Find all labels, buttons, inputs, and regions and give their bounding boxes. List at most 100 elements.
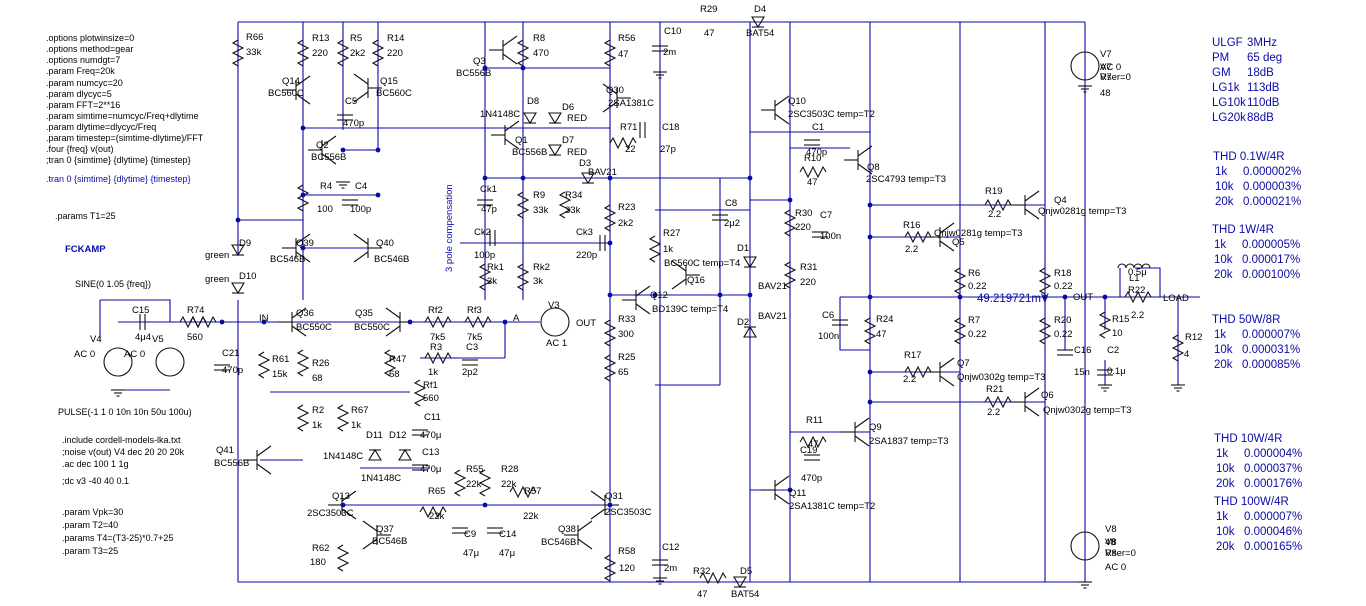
spice-directive: SINE(0 1.05 {freq}) (75, 279, 151, 289)
thd-value: 0.000165% (1244, 541, 1302, 553)
component-value: BC560C (376, 88, 412, 99)
thd-frequency: 10k (1214, 344, 1233, 356)
component-value: 2SA1381C (608, 98, 654, 109)
thd-value: 0.000085% (1242, 359, 1300, 371)
component-ref: C13 (422, 447, 439, 458)
capacitor-symbol (804, 139, 820, 146)
component-ref: R9 (533, 190, 545, 201)
thd-frequency: 10k (1214, 254, 1233, 266)
component-ref: C4 (355, 181, 367, 192)
component-value: 68 (389, 369, 400, 380)
spice-directive: .options numdgt=7 (46, 55, 120, 65)
spice-directive: .ac dec 100 1 1g (62, 459, 129, 469)
component-ref: R13 (312, 33, 329, 44)
capacitor-symbol (487, 527, 503, 534)
junction-dot (1102, 294, 1108, 300)
component-value: RED (567, 113, 587, 124)
component-value: 0.22 (1054, 281, 1073, 292)
component-ref: Q31 (605, 491, 623, 502)
capacitor-symbol (139, 314, 146, 330)
transistor-symbol (602, 83, 631, 113)
thd-value: 0.000100% (1242, 269, 1300, 281)
ground-symbol (1171, 384, 1185, 392)
thd-table-title: THD 50W/8R (1212, 314, 1280, 326)
junction-dot (957, 294, 963, 300)
spice-directive: .param simtime=numcyc/Freq+dlytime (46, 111, 199, 121)
component-ref: R11 (806, 415, 823, 426)
junction-dot (607, 502, 613, 508)
spice-directive: .options plotwinsize=0 (46, 33, 134, 43)
component-ref: R23 (618, 202, 635, 213)
component-ref: R66 (246, 32, 263, 43)
component-value: 2SC3503C temp=T2 (788, 109, 875, 120)
resistor-symbol (516, 39, 530, 67)
junction-dot (747, 175, 753, 181)
resistor-symbol (371, 39, 385, 67)
thd-frequency: 20k (1216, 541, 1235, 553)
loop-gain-label: GM (1212, 67, 1231, 79)
component-ref: D9 (239, 238, 251, 249)
thd-value: 0.000046% (1244, 526, 1302, 538)
component-ref: R55 (466, 464, 483, 475)
junction-dot (482, 65, 488, 71)
component-value: 100n (820, 231, 841, 242)
diode-symbol (231, 244, 245, 257)
component-ref: D2 (737, 317, 749, 328)
thd-frequency: 1k (1214, 239, 1226, 251)
component-ref: R18 (1054, 268, 1071, 279)
component-value: 2.2 (905, 244, 918, 255)
thd-frequency: 1k (1215, 166, 1227, 178)
component-value: 48 (1100, 88, 1111, 99)
resistor-symbol (984, 395, 1012, 409)
component-value: BC546B (541, 537, 576, 548)
resistor-symbol (603, 354, 617, 382)
resistor-symbol (413, 379, 427, 407)
component-ref: V8 (1105, 524, 1117, 535)
transistor-symbol (926, 222, 955, 252)
component-ref: R12 (1185, 332, 1202, 343)
resistor-symbol (799, 435, 827, 449)
junction-dot (261, 319, 267, 325)
capacitor-symbol (832, 319, 848, 326)
thd-value: 0.000176% (1244, 478, 1302, 490)
component-ref: D5 (740, 566, 752, 577)
junction-dot (1062, 294, 1068, 300)
capacitor-symbol (337, 114, 353, 121)
thd-value: 0.000021% (1243, 196, 1301, 208)
diode-symbol (548, 144, 562, 157)
component-value: 470μ (420, 464, 441, 475)
spice-directive: .param FFT=2**16 (46, 100, 120, 110)
capacitor-symbol (214, 364, 230, 371)
component-ref: Q14 (282, 76, 300, 87)
component-value: 2m (663, 47, 676, 58)
component-ref: C9 (464, 529, 476, 540)
component-value: 2.2 (903, 374, 916, 385)
component-value: BC556B (311, 152, 346, 163)
component-symbols (103, 16, 1185, 589)
diode-symbol (231, 282, 245, 295)
resistor-symbol (904, 230, 932, 244)
diode-symbol (743, 325, 757, 338)
component-ref: R21 (986, 384, 1003, 395)
resistor-symbol (464, 315, 492, 329)
component-value: BAV21 (758, 311, 787, 322)
component-ref: R31 (800, 262, 817, 273)
component-ref: R7 (968, 315, 980, 326)
capacitor-symbol (599, 235, 606, 251)
transistor-symbol (564, 520, 593, 550)
component-value: 15n (1074, 367, 1090, 378)
resistor-symbol (478, 263, 492, 291)
resistor-symbol (783, 209, 797, 237)
component-value: 300 (618, 329, 634, 340)
component-ref: R65 (428, 486, 445, 497)
thd-frequency: 20k (1214, 269, 1233, 281)
diode-symbol (523, 112, 537, 125)
resistor-symbol (453, 469, 467, 497)
thd-value: 0.000007% (1242, 329, 1300, 341)
component-value: 1N4148C (323, 451, 363, 462)
net-label: IN (259, 313, 269, 324)
component-ref: Rk1 (487, 262, 504, 273)
junction-dot (482, 175, 488, 181)
component-value: 47μ (463, 548, 479, 559)
